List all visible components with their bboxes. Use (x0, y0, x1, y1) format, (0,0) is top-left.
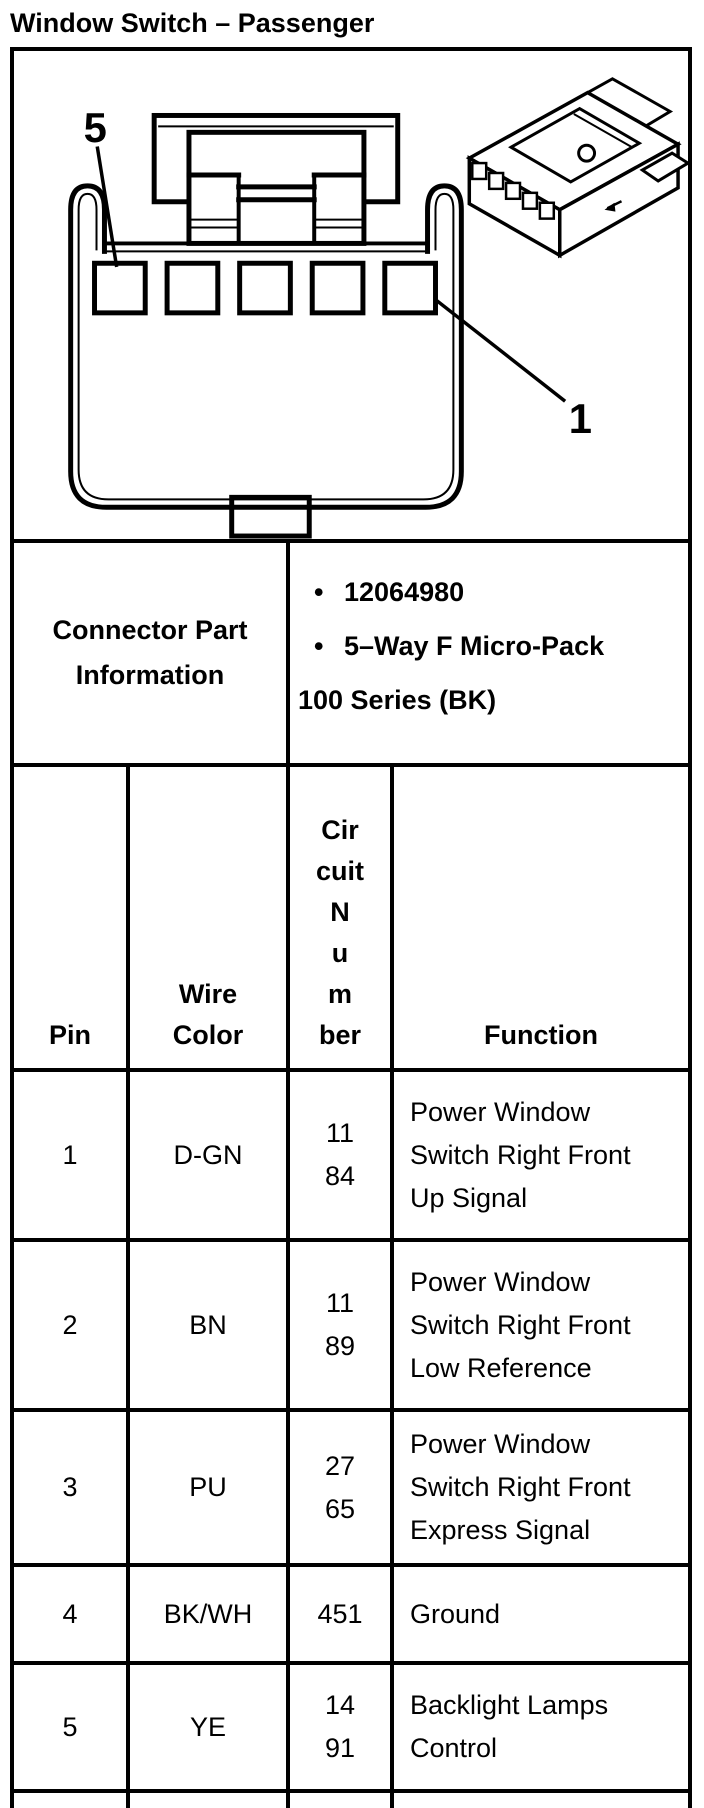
side-flange (639, 151, 688, 183)
header-pin: Pin (14, 767, 130, 1068)
clipped-next-row (14, 1793, 688, 1808)
pin-cell: 2 (14, 1242, 130, 1408)
pin-cavity-3 (237, 260, 293, 316)
pin-cell: 3 (14, 1412, 130, 1563)
wiring-connector-table: 5 1 (10, 47, 692, 1808)
bottom-index-tab (229, 494, 312, 539)
header-function: Function (484, 1020, 598, 1050)
part-type-continuation: 100 Series (BK) (298, 685, 497, 715)
housing-inner-line (77, 192, 455, 501)
wire-color-cell: BN (130, 1242, 290, 1408)
table-row: 4 BK/WH 451 Ground (14, 1567, 688, 1665)
wire-color-cell: PU (130, 1412, 290, 1563)
function-cell: Backlight Lamps Control (410, 1690, 609, 1763)
part-number-item: • 12064980 (298, 565, 682, 619)
page-title: Window Switch – Passenger (10, 8, 375, 38)
iso-hole-3 (504, 181, 522, 201)
connector-part-info-heading: Connector Part Information (14, 543, 290, 763)
circuit-number-cell: 27 65 (290, 1412, 394, 1563)
wire-color-cell: BK/WH (130, 1567, 290, 1661)
part-type: 5–Way F Micro-Pack (344, 631, 605, 661)
connector-part-info-row: Connector Part Information • 12064980 • … (14, 543, 688, 767)
pin-cavity-2 (309, 260, 366, 316)
iso-hole-5 (538, 201, 556, 220)
pin5-leader-line (95, 146, 119, 268)
table-row: 3 PU 27 65 Power Window Switch Right Fro… (14, 1412, 688, 1567)
iso-hole-1 (471, 161, 488, 181)
lock-tower (151, 112, 401, 246)
table-row: 1 D-GN 11 84 Power Window Switch Right F… (14, 1072, 688, 1242)
housing-outline (68, 183, 464, 510)
function-cell: Power Window Switch Right Front Low Refe… (410, 1266, 631, 1383)
pin-cavity-4 (164, 260, 221, 316)
pin-cell: 4 (14, 1567, 130, 1661)
table-row: 2 BN 11 89 Power Window Switch Right Fro… (14, 1242, 688, 1412)
pin-cell: 1 (14, 1072, 130, 1238)
pin5-label: 5 (84, 104, 107, 151)
pin1-leader-line (436, 299, 567, 403)
connector-3d-view (465, 77, 688, 259)
wire-color-cell: YE (130, 1665, 290, 1789)
function-cell: Power Window Switch Right Front Express … (410, 1429, 631, 1545)
header-circuit-number: Cir cuit N u m ber (290, 767, 394, 1068)
connector-diagram: 5 1 (68, 77, 688, 539)
wire-color-cell: D-GN (130, 1072, 290, 1238)
table-row: 5 YE 14 91 Backlight Lamps Control (14, 1665, 688, 1793)
latch-pin (577, 143, 597, 163)
bullet-icon: • (314, 577, 324, 607)
circuit-number-cell: 451 (290, 1567, 394, 1661)
pin-cavity-1 (382, 260, 438, 316)
part-number: 12064980 (344, 577, 465, 607)
iso-hole-2 (487, 171, 505, 191)
iso-hole-4 (521, 191, 539, 210)
pin-table-header: Pin Wire Color Cir cuit N u m ber Functi… (14, 767, 688, 1072)
bullet-icon: • (314, 631, 324, 661)
circuit-number-cell: 11 84 (290, 1072, 394, 1238)
circuit-number-cell: 14 91 (290, 1665, 394, 1789)
latch-arm (508, 106, 643, 184)
header-wire-color: Wire Color (130, 767, 290, 1068)
pin-cell: 5 (14, 1665, 130, 1789)
connector-part-info-details: • 12064980 • 5–Way F Micro-Pack 100 Seri… (290, 543, 688, 763)
circuit-number-cell: 11 89 (290, 1242, 394, 1408)
part-type-item: • 5–Way F Micro-Pack (298, 619, 682, 673)
function-cell: Power Window Switch Right Front Up Signa… (410, 1096, 631, 1213)
function-cell: Ground (410, 1598, 501, 1629)
pin1-label: 1 (569, 395, 592, 442)
connector-diagram-cell: 5 1 (14, 51, 688, 543)
pin-cavity-5 (92, 260, 148, 316)
